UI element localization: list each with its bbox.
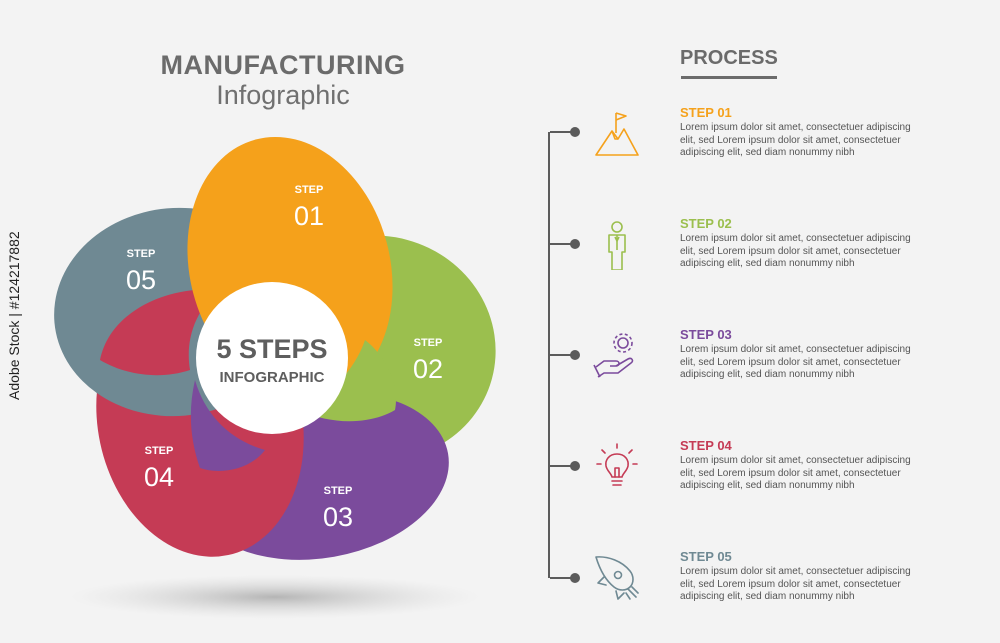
step-1-heading: STEP 01 bbox=[680, 105, 732, 120]
petal-05-label: STEP bbox=[127, 248, 156, 260]
process-step-2: STEP 02 Lorem ipsum dolor sit amet, cons… bbox=[592, 216, 922, 296]
petal-03-label: STEP bbox=[324, 485, 353, 497]
lightbulb-icon bbox=[596, 443, 638, 486]
petal-step-04-overlap bbox=[100, 289, 220, 376]
petal-01-number: 01 bbox=[294, 201, 324, 231]
petal-step-03-overlap bbox=[190, 380, 265, 471]
timeline-branch-1 bbox=[550, 131, 576, 133]
rocket-icon bbox=[595, 556, 639, 600]
stock-watermark-text: Adobe Stock | #124217882 bbox=[6, 231, 22, 400]
process-step-3: STEP 03 Lorem ipsum dolor sit amet, cons… bbox=[592, 327, 922, 407]
process-title: PROCESS bbox=[680, 47, 778, 69]
step-5-text: Lorem ipsum dolor sit amet, consectetuer… bbox=[680, 566, 911, 602]
timeline bbox=[548, 132, 550, 578]
hand-gear-icon bbox=[593, 333, 634, 378]
petal-05-number: 05 bbox=[126, 265, 156, 295]
mountain-flag-icon bbox=[595, 112, 639, 156]
step-3-text: Lorem ipsum dolor sit amet, consectetuer… bbox=[680, 344, 911, 380]
steps-flower-diagram: 5 STEPS INFOGRAPHIC STEP 01 STEP 02 STEP… bbox=[54, 136, 496, 619]
process-step-5: STEP 05 Lorem ipsum dolor sit amet, cons… bbox=[592, 549, 922, 629]
petal-04-label: STEP bbox=[145, 445, 174, 457]
timeline-dot-3 bbox=[570, 350, 580, 360]
timeline-dot-1 bbox=[570, 127, 580, 137]
petal-02-label: STEP bbox=[414, 337, 443, 349]
process-step-1: STEP 01 Lorem ipsum dolor sit amet, cons… bbox=[592, 105, 922, 185]
timeline-branch-3 bbox=[550, 354, 576, 356]
center-line2: INFOGRAPHIC bbox=[220, 369, 325, 386]
businessman-icon bbox=[608, 221, 626, 270]
process-step-4: STEP 04 Lorem ipsum dolor sit amet, cons… bbox=[592, 438, 922, 518]
step-2-heading: STEP 02 bbox=[680, 216, 732, 231]
step-2-text: Lorem ipsum dolor sit amet, consectetuer… bbox=[680, 233, 911, 269]
timeline-branch-5 bbox=[550, 577, 576, 579]
petal-02-number: 02 bbox=[413, 354, 443, 384]
process-underline bbox=[681, 76, 777, 79]
center-circle bbox=[196, 282, 348, 434]
petal-04-number: 04 bbox=[144, 462, 174, 492]
step-5-heading: STEP 05 bbox=[680, 549, 732, 564]
step-4-text: Lorem ipsum dolor sit amet, consectetuer… bbox=[680, 455, 911, 491]
center-line1: 5 STEPS bbox=[216, 334, 327, 364]
diagram-shadow bbox=[70, 575, 480, 619]
timeline-branch-4 bbox=[550, 465, 576, 467]
timeline-dot-4 bbox=[570, 461, 580, 471]
petal-03-number: 03 bbox=[323, 502, 353, 532]
step-3-heading: STEP 03 bbox=[680, 327, 732, 342]
timeline-dot-2 bbox=[570, 239, 580, 249]
petal-01-label: STEP bbox=[295, 184, 324, 196]
step-4-heading: STEP 04 bbox=[680, 438, 732, 453]
infographic-title: MANUFACTURING Infographic bbox=[158, 50, 408, 110]
title-main: MANUFACTURING bbox=[160, 50, 406, 80]
timeline-branch-2 bbox=[550, 243, 576, 245]
title-sub: Infographic bbox=[216, 80, 350, 110]
timeline-dot-5 bbox=[570, 573, 580, 583]
step-1-text: Lorem ipsum dolor sit amet, consectetuer… bbox=[680, 122, 911, 158]
timeline-line bbox=[548, 132, 550, 578]
